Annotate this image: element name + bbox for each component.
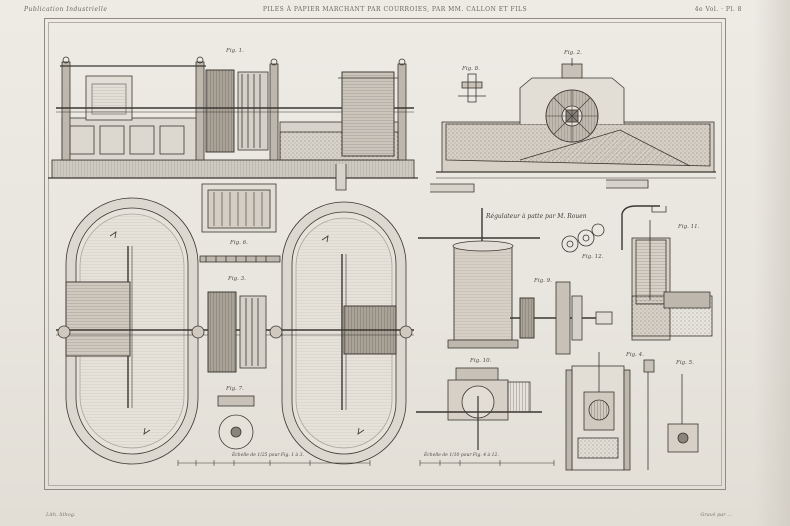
fig11-label: Fig. 11. — [677, 224, 700, 230]
fig2-label: Fig. 2. — [563, 50, 582, 56]
fig5-stand — [667, 374, 699, 453]
fig7-label: Fig. 7. — [225, 386, 244, 392]
fig7-part — [217, 395, 255, 450]
fig8-label: Fig. 8. — [461, 66, 480, 72]
fig12-label: Fig. 12. — [581, 254, 604, 260]
fig2-section — [430, 58, 716, 193]
fig3-plan — [56, 197, 414, 465]
footer-lithographer: Lith. lithog. — [46, 512, 76, 518]
header-publication: Publication Industrielle — [24, 6, 108, 13]
fig6-label: Fig. 6. — [229, 240, 248, 246]
plate-frame — [44, 18, 726, 490]
footer-engraver: Gravé par ... — [700, 512, 732, 518]
fig1-elevation — [48, 56, 418, 191]
regulator-caption: Régulateur à patte par M. Rouen — [485, 213, 587, 220]
fig8-bolt — [458, 73, 486, 103]
fig11-column — [621, 205, 713, 341]
fig4-label: Fig. 4. — [625, 352, 644, 358]
fig1-label: Fig. 1. — [225, 48, 244, 54]
scale-left-label: Échelle de 1/25 pour Fig. 1 à 3. — [231, 450, 304, 458]
fig4-press — [565, 352, 655, 471]
fig3-label: Fig. 3. — [227, 276, 246, 282]
fig10-valve — [416, 367, 542, 450]
plate-frame-inner — [48, 22, 722, 486]
fig5-label: Fig. 5. — [675, 360, 694, 366]
fig6-grate — [199, 183, 281, 263]
header-title: PILES À PAPIER MARCHANT PAR COURROIES, P… — [262, 6, 528, 13]
fig10-label: Fig. 10. — [469, 358, 492, 364]
scale-right-label: Échelle de 1/10 pour Fig. 4 à 12. — [423, 450, 499, 458]
header-volume: 4e Vol. · Pl. 8 — [694, 6, 742, 13]
page-edge-shadow — [754, 0, 790, 526]
scale-bars — [177, 460, 555, 466]
fig9-regulator — [418, 208, 613, 355]
fig9-label: Fig. 9. — [533, 278, 552, 284]
